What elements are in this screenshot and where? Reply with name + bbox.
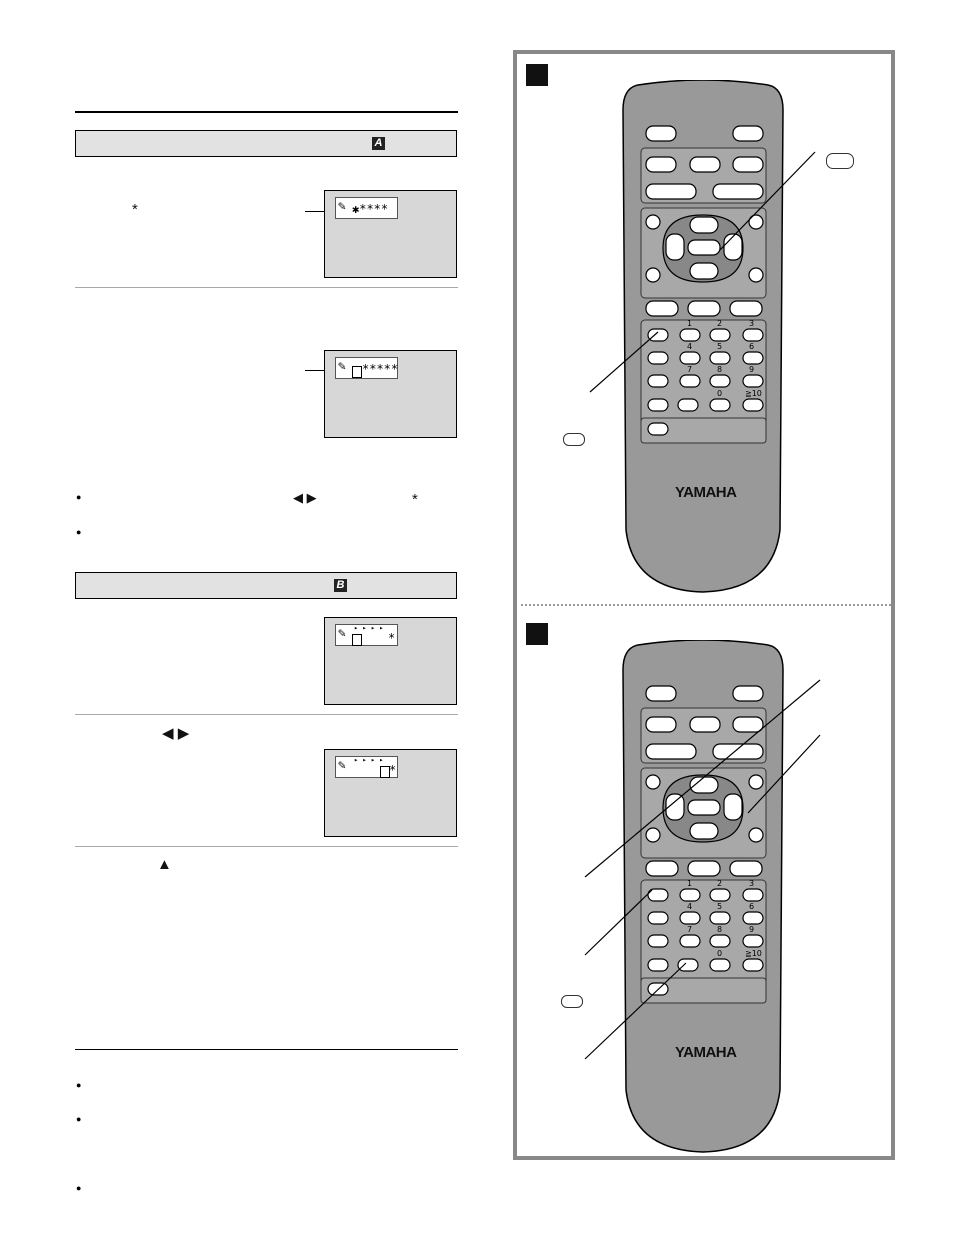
osd-screen-1: ✎ ✱**** (324, 190, 457, 278)
svg-text:6: 6 (749, 342, 754, 351)
divider-1 (75, 287, 458, 288)
pointer-icon: ✎ (338, 626, 346, 641)
osd-text-4: * (389, 763, 397, 777)
osd-screen-4: ✎ ▸ ▸ ▸ ▸ * (324, 749, 457, 837)
cursor-box (352, 634, 362, 646)
osd-text-2: ***** (362, 362, 399, 376)
svg-text:8: 8 (717, 925, 722, 934)
callout-button-icon-1 (826, 153, 854, 169)
svg-text:4: 4 (687, 902, 692, 911)
progress-arrows: ▸ ▸ ▸ ▸ (354, 756, 384, 764)
osd-screen-3: ✎ ▸ ▸ ▸ ▸ * (324, 617, 457, 705)
osd-text-1: ✱**** (352, 202, 389, 216)
svg-text:9: 9 (749, 365, 754, 374)
asterisk-symbol-1: * (132, 201, 138, 218)
svg-text:5: 5 (717, 342, 722, 351)
osd-bar-2: ✎ ***** (335, 357, 398, 379)
callout-button-icon-3 (561, 995, 583, 1008)
bullet-dot-5: ● (76, 1183, 82, 1193)
top-rule (75, 111, 458, 113)
osd-text-3: * (388, 631, 396, 645)
svg-text:1: 1 (687, 879, 692, 888)
svg-text:2: 2 (717, 319, 722, 328)
svg-text:≧10: ≧10 (745, 389, 762, 398)
pointer-icon: ✎ (338, 359, 346, 374)
bullet-dot-3: ● (76, 1080, 82, 1090)
svg-text:≧10: ≧10 (745, 949, 762, 958)
svg-text:2: 2 (717, 879, 722, 888)
bottom-rule (75, 1049, 458, 1050)
osd-bar-4: ✎ ▸ ▸ ▸ ▸ * (335, 756, 398, 778)
left-right-arrows-1: ◀ ▶ (293, 490, 317, 505)
section-a-header: A (75, 130, 457, 157)
svg-text:6: 6 (749, 902, 754, 911)
pointer-icon: ✎ (338, 199, 346, 214)
svg-text:0: 0 (717, 389, 722, 398)
divider-3 (75, 846, 458, 847)
svg-text:5: 5 (717, 902, 722, 911)
left-right-arrows-2: ◀ ▶ (162, 725, 190, 742)
panel-marker-top (526, 64, 548, 86)
osd-bar-1: ✎ ✱**** (335, 197, 398, 219)
svg-text:7: 7 (687, 925, 692, 934)
cursor-box (380, 766, 390, 778)
callout-lines-1 (589, 151, 816, 393)
asterisk-symbol-2: * (412, 491, 418, 508)
svg-text:7: 7 (687, 365, 692, 374)
svg-text:0: 0 (717, 949, 722, 958)
svg-text:8: 8 (717, 365, 722, 374)
remote-control-2: 1 2 3 4 5 6 7 8 9 0 ≧10 YAMAHA (622, 640, 784, 1153)
panel-marker-bottom (526, 623, 548, 645)
svg-text:3: 3 (749, 319, 754, 328)
progress-arrows: ▸ ▸ ▸ ▸ (354, 624, 384, 632)
dotted-separator (521, 604, 891, 606)
section-b-header: B (75, 572, 457, 599)
section-b-badge: B (334, 579, 347, 592)
svg-text:3: 3 (749, 879, 754, 888)
up-arrow: ▲ (157, 856, 172, 873)
remote-control-1: 1 2 3 4 5 6 7 8 9 0 ≧10 YAMAHA (622, 80, 784, 593)
bullet-dot-4: ● (76, 1114, 82, 1124)
svg-text:4: 4 (687, 342, 692, 351)
bullet-dot-2: ● (76, 527, 82, 537)
svg-text:1: 1 (687, 319, 692, 328)
cursor-box (352, 366, 362, 378)
callout-button-icon-2 (563, 433, 585, 446)
pointer-icon: ✎ (338, 758, 346, 773)
osd-screen-2: ✎ ***** (324, 350, 457, 438)
callout-lines-2 (584, 679, 821, 1060)
osd-bar-3: ✎ ▸ ▸ ▸ ▸ * (335, 624, 398, 646)
section-a-badge: A (372, 137, 385, 150)
svg-text:9: 9 (749, 925, 754, 934)
divider-2 (75, 714, 458, 715)
bullet-dot-1: ● (76, 492, 82, 502)
svg-text:YAMAHA: YAMAHA (675, 484, 737, 501)
svg-text:YAMAHA: YAMAHA (675, 1044, 737, 1061)
